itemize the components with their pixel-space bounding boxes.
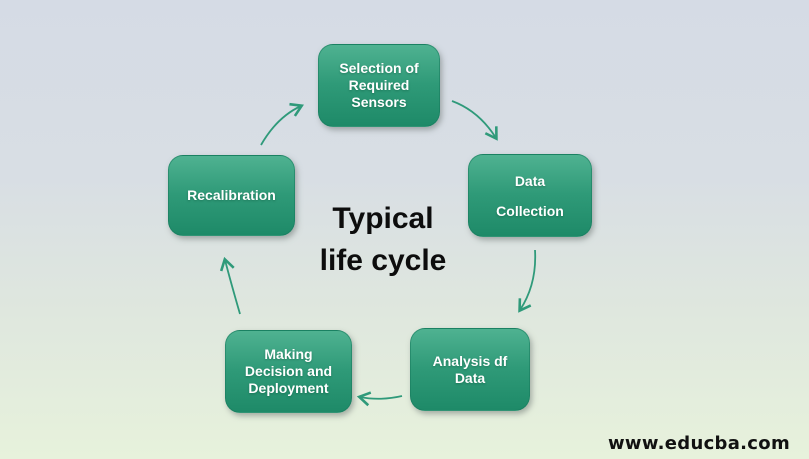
node-label: Selection of Required Sensors	[339, 60, 419, 110]
node-label: Analysis df Data	[432, 352, 508, 386]
node-data-collection: Data Collection	[468, 154, 592, 237]
arrow-recalibration-to-selection	[260, 102, 304, 146]
arrow-data-collection-to-analysis	[518, 249, 537, 313]
node-analysis-of-data: Analysis df Data	[410, 328, 530, 411]
arrow-selection-to-data-collection	[451, 100, 498, 141]
watermark-text: www.educba.com	[607, 433, 790, 454]
node-label: Recalibration	[187, 187, 276, 203]
node-selection-of-required-sensors: Selection of Required Sensors	[318, 44, 440, 127]
node-making-decision-and-deployment: Making Decision and Deployment	[225, 330, 352, 413]
node-label: Making Decision and Deployment	[244, 346, 333, 396]
node-label: Data Collection	[496, 172, 564, 219]
arrow-making-decision-to-recalibration	[219, 256, 241, 315]
node-recalibration: Recalibration	[168, 155, 295, 236]
diagram-title: Typical life cycle	[319, 202, 447, 277]
arrow-analysis-to-making-decision	[356, 391, 403, 407]
